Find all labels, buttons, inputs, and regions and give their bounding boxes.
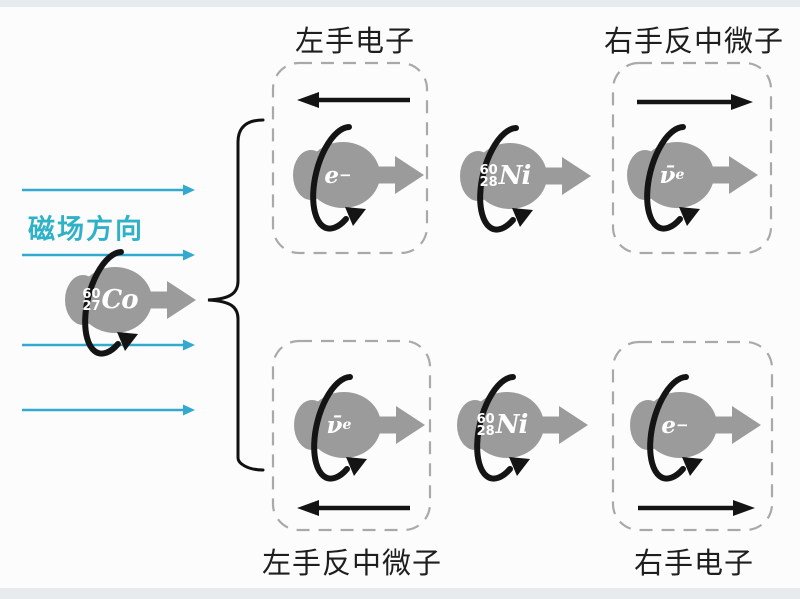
nickel-label-top: 60 28 Ni xyxy=(479,161,532,191)
electron-particle-top: e− xyxy=(286,109,426,241)
dashed-box-left-handed-electron xyxy=(271,61,429,255)
nickel-particle-bottom: 60 28 Ni xyxy=(450,359,590,491)
antineutrino-particle-bottom: ν̄e xyxy=(287,359,427,491)
bottom-edge-band xyxy=(0,588,800,599)
magnetic-field-label: 磁场方向 xyxy=(28,214,144,245)
nickel-label-bottom: 60 28 Ni xyxy=(476,410,529,440)
direction-arrow-left-bottom xyxy=(297,500,410,516)
field-arrow xyxy=(22,249,195,261)
direction-arrow-right-top xyxy=(637,94,753,110)
cobalt-60-particle: 60 27 Co xyxy=(58,234,198,366)
decay-brace xyxy=(207,118,265,472)
electron-label-top: e− xyxy=(324,161,352,189)
box-title-left-handed-electron: 左手电子 xyxy=(294,26,416,58)
antineutrino-particle-top: ν̄e xyxy=(620,109,760,241)
nuclide-numbers: 60 27 xyxy=(82,287,101,314)
direction-arrow-right-bottom xyxy=(638,500,755,516)
nuclide-numbers: 60 28 xyxy=(476,412,495,439)
box-title-right-handed-antineutrino: 右手反中微子 xyxy=(603,26,785,58)
nickel-particle-top: 60 28 Ni xyxy=(453,110,593,242)
antineutrino-label-top: ν̄e xyxy=(659,161,685,189)
dashed-box-right-handed-antineutrino xyxy=(611,61,773,255)
electron-label-bottom: e− xyxy=(661,411,689,439)
top-edge-band xyxy=(0,0,800,7)
cobalt-60-label: 60 27 Co xyxy=(82,285,138,315)
field-arrow xyxy=(22,339,195,351)
dashed-box-left-handed-antineutrino xyxy=(271,339,432,532)
box-title-right-handed-electron: 右手电子 xyxy=(633,548,755,580)
electron-particle-bottom: e− xyxy=(623,359,763,491)
direction-arrow-left-top xyxy=(297,92,410,108)
field-arrow xyxy=(22,184,195,196)
dashed-box-right-handed-electron xyxy=(611,340,774,532)
box-title-left-handed-antineutrino: 左手反中微子 xyxy=(261,548,443,580)
magnetic-field-arrows xyxy=(22,184,195,416)
nuclide-numbers: 60 28 xyxy=(479,163,498,190)
field-arrow xyxy=(22,404,195,416)
antineutrino-label-bottom: ν̄e xyxy=(326,411,352,439)
